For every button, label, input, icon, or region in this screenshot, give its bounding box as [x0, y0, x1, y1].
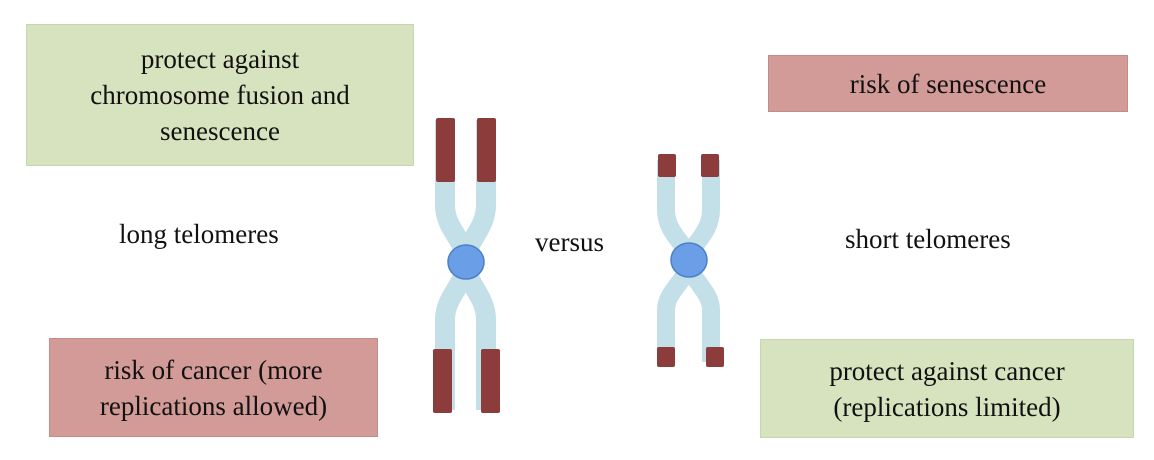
telomere-top-left: [436, 118, 455, 182]
short-telomeres-risk-text: risk of senescence: [849, 68, 1047, 99]
telomere-bottom-right: [706, 347, 724, 367]
centromere: [670, 242, 708, 278]
telomere-bottom-right: [481, 349, 500, 413]
long-telomeres-benefit-box: protect against chromosome fusion and se…: [26, 24, 414, 166]
short-telomeres-benefit-text: protect against cancer (replications lim…: [829, 355, 1065, 422]
long-telomeres-caption: long telomeres: [119, 219, 279, 249]
long-telomeres-benefit-text: protect against chromosome fusion and se…: [90, 44, 350, 146]
telomere-top-right: [477, 118, 496, 182]
short-telomere-chromosome: [657, 154, 724, 367]
long-telomere-chromosome: [433, 118, 500, 413]
long-telomeres-risk-box: risk of cancer (more replications allowe…: [49, 338, 378, 437]
telomere-bottom-left: [657, 347, 675, 367]
short-telomeres-risk-box: risk of senescence: [768, 55, 1128, 112]
centromere: [447, 244, 485, 280]
short-telomeres-caption: short telomeres: [845, 224, 1011, 254]
telomere-top-left: [658, 154, 676, 177]
short-telomeres-benefit-box: protect against cancer (replications lim…: [760, 339, 1134, 438]
long-telomeres-risk-text: risk of cancer (more replications allowe…: [99, 354, 328, 421]
telomere-bottom-left: [433, 349, 452, 413]
telomere-top-right: [701, 154, 719, 177]
versus-label: versus: [535, 227, 604, 257]
